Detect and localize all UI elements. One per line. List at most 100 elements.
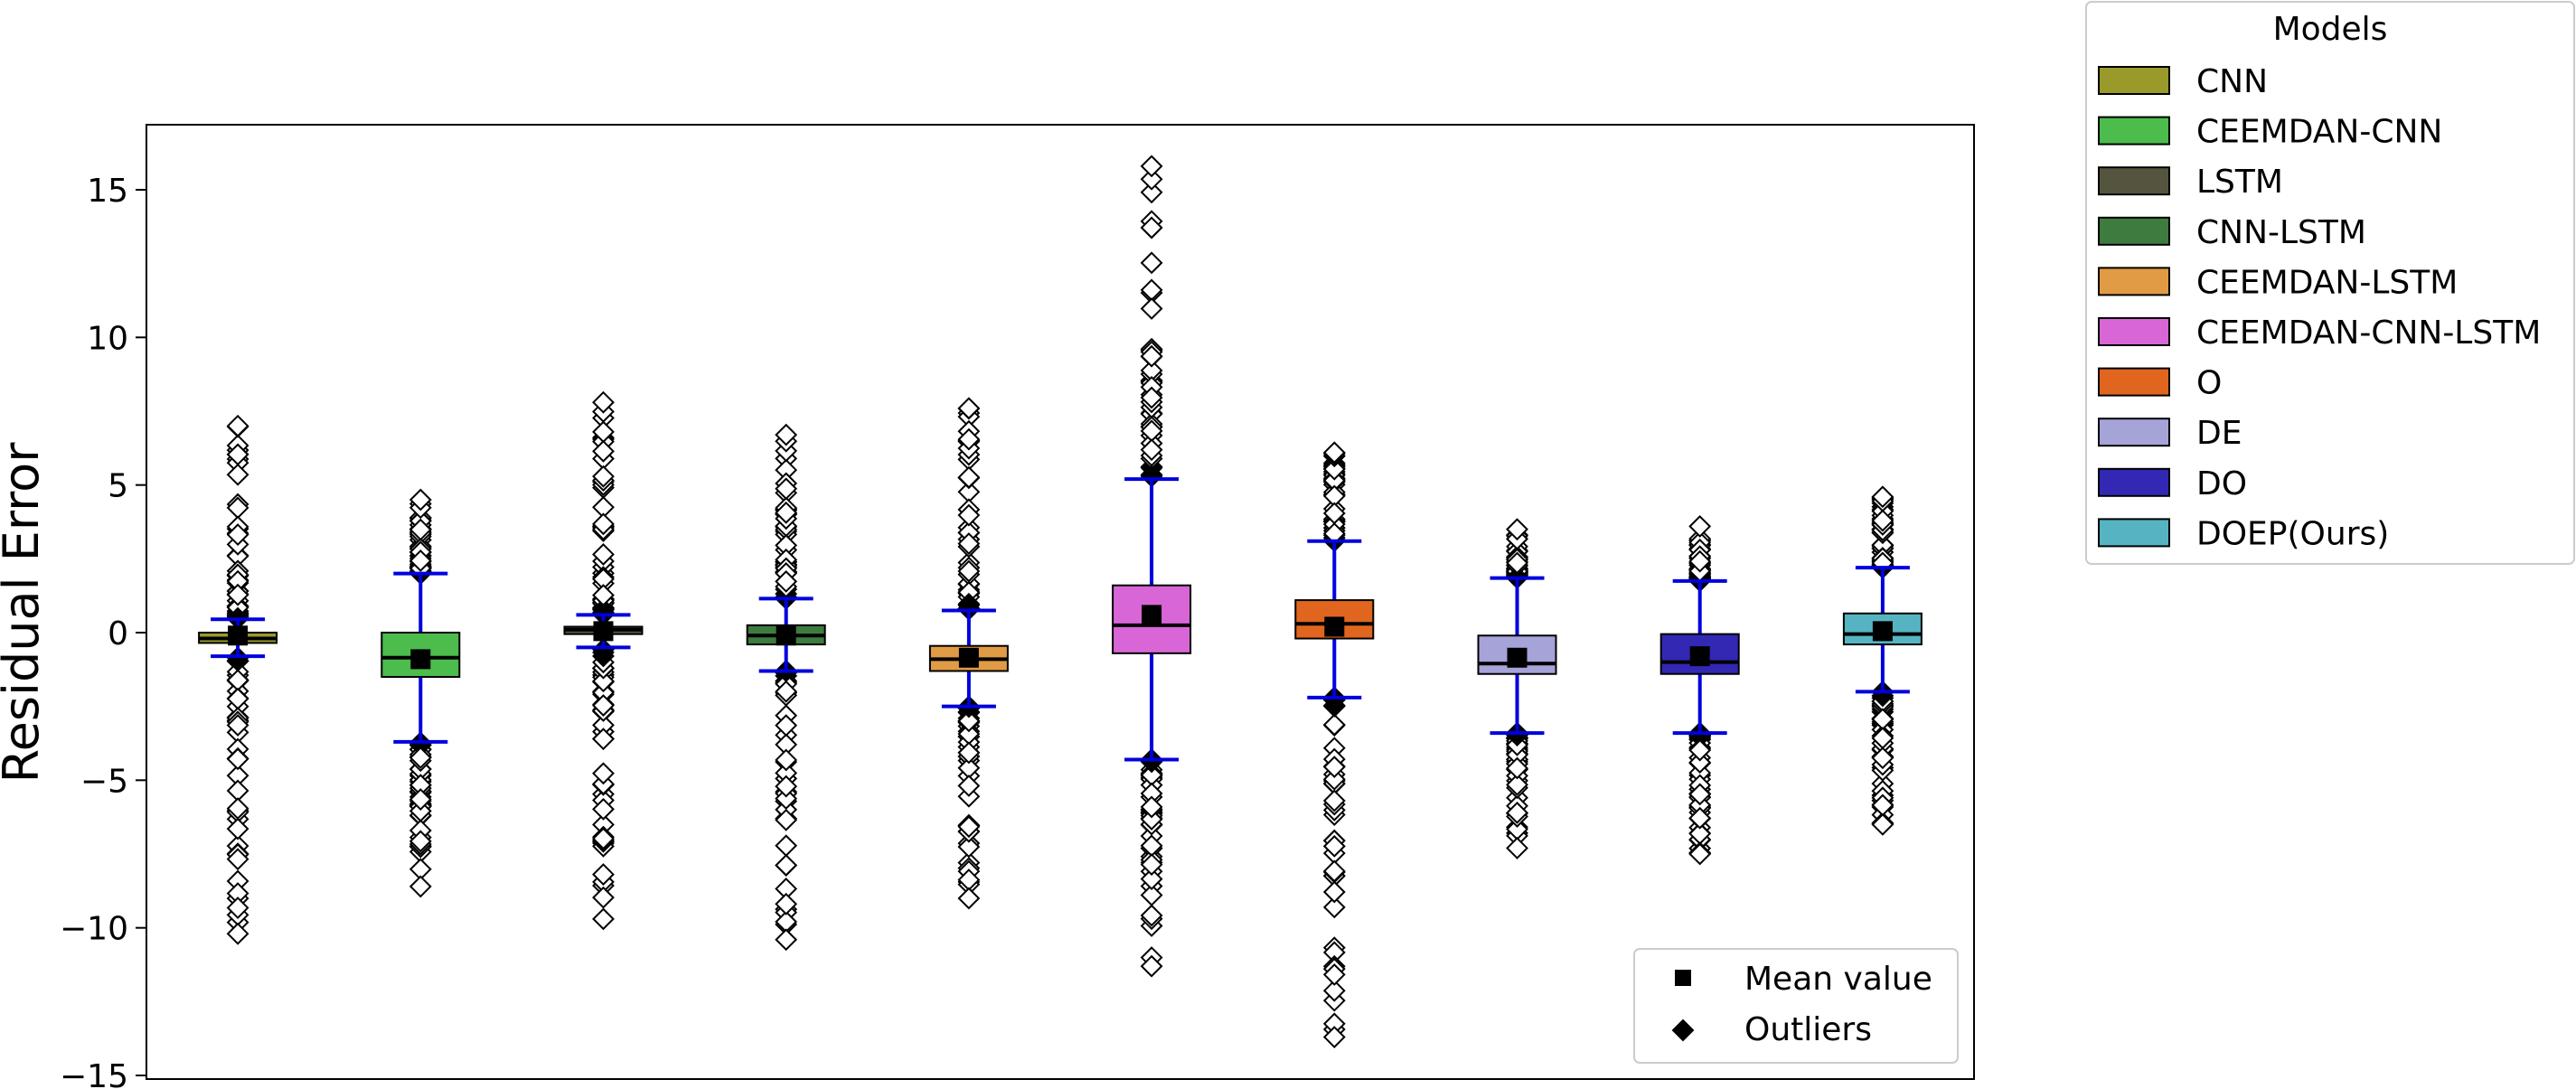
- legend-swatch: [2098, 367, 2170, 397]
- legend-label: CNN: [2196, 63, 2268, 100]
- outlier-marker: [409, 518, 432, 541]
- outlier-marker: [1871, 727, 1894, 750]
- legend-swatch: [2098, 166, 2170, 196]
- outlier-marker: [1140, 438, 1163, 462]
- box-doep-ours-: [1842, 485, 1923, 836]
- outliers: [409, 488, 432, 898]
- outlier-marker: [226, 714, 249, 737]
- outlier-marker: [775, 680, 798, 703]
- outlier-marker: [1140, 853, 1163, 876]
- outlier-marker: [409, 746, 432, 769]
- outlier-marker: [1322, 880, 1346, 904]
- outlier-marker: [226, 443, 249, 466]
- outlier-marker: [775, 748, 798, 772]
- y-tick-label: 10: [87, 320, 128, 357]
- y-axis-label: Residual Error: [0, 442, 50, 784]
- outlier-marker: [1688, 514, 1712, 538]
- legend-label: CNN-LSTM: [2196, 214, 2366, 251]
- box-ceemdan-cnn-lstm: [1112, 155, 1192, 978]
- outliers: [775, 423, 798, 952]
- outlier-marker: [775, 775, 798, 798]
- outlier-marker: [1322, 963, 1346, 986]
- iqr-box: [1659, 633, 1740, 675]
- legend-label: CEEMDAN-LSTM: [2196, 264, 2458, 301]
- box-lstm: [563, 390, 644, 931]
- outlier-marker: [775, 569, 798, 593]
- legend-label: CEEMDAN-CNN: [2196, 114, 2442, 151]
- outlier-marker: [409, 830, 432, 853]
- mean-legend-marker: [1675, 970, 1691, 986]
- outlier-marker: [226, 848, 249, 871]
- outlier-marker: [592, 907, 615, 931]
- mean-marker: [958, 647, 979, 668]
- outlier-marker: [1140, 954, 1163, 978]
- outlier-marker: [957, 887, 981, 910]
- box-cnn: [198, 414, 278, 945]
- outlier-marker: [957, 397, 981, 420]
- outlier-marker: [1140, 344, 1163, 368]
- outliers: [1140, 155, 1163, 978]
- outlier-marker: [409, 788, 432, 811]
- outlier-marker: [592, 439, 615, 463]
- box-o: [1294, 441, 1375, 1048]
- outlier-marker: [1506, 837, 1528, 859]
- outlier-marker: [1322, 979, 1346, 1002]
- outlier-marker: [409, 488, 432, 512]
- legend-swatch: [2098, 418, 2170, 447]
- legend-swatch: [2098, 518, 2170, 548]
- outlier-marker: [957, 835, 981, 859]
- outlier-legend-marker: [1671, 1019, 1695, 1042]
- outlier-marker: [226, 414, 249, 437]
- y-tick-label: 15: [87, 173, 128, 210]
- outlier-marker: [1871, 812, 1894, 836]
- outlier-marker: [1140, 297, 1163, 320]
- outlier-marker: [957, 559, 981, 583]
- outliers: [1506, 518, 1528, 859]
- outlier-marker: [1322, 789, 1346, 812]
- y-tick-label: 0: [108, 615, 128, 652]
- y-tick-label: −5: [80, 763, 128, 800]
- outlier-marker: [1322, 1026, 1346, 1048]
- outlier-marker: [1140, 868, 1163, 891]
- legend-swatch: [2098, 267, 2170, 296]
- mean-marker: [1324, 616, 1345, 637]
- outlier-marker: [226, 523, 249, 547]
- outlier-marker: [592, 670, 615, 693]
- outlier-marker: [1688, 738, 1712, 762]
- outlier-marker: [1322, 457, 1346, 481]
- legend-label: CEEMDAN-CNN-LSTM: [2196, 314, 2541, 352]
- outlier-marker: [775, 423, 798, 446]
- mean-marker: [593, 621, 614, 642]
- outlier-marker: [1688, 751, 1712, 775]
- outlier-marker: [226, 897, 249, 919]
- outliers: [592, 390, 615, 931]
- outlier-marker: [775, 808, 798, 831]
- outlier-marker: [592, 797, 615, 821]
- marker-legend-label: Outliers: [1744, 1011, 1872, 1048]
- box-de: [1477, 518, 1557, 859]
- marker-legend-label: Mean value: [1744, 961, 1932, 998]
- outlier-marker: [957, 775, 981, 797]
- outlier-marker: [1322, 441, 1346, 465]
- outlier-marker: [1140, 155, 1163, 178]
- outlier-marker: [1140, 795, 1163, 819]
- outlier-marker: [592, 863, 615, 886]
- outlier-marker: [775, 501, 798, 524]
- outlier-marker: [1322, 767, 1346, 791]
- outlier-marker: [957, 815, 981, 839]
- outlier-marker: [1506, 756, 1528, 780]
- mean-marker: [1507, 647, 1528, 668]
- outlier-marker: [775, 834, 798, 858]
- outlier-marker: [1871, 485, 1894, 509]
- models-legend-title: Models: [2273, 11, 2388, 48]
- y-tick-label: −10: [60, 911, 128, 948]
- outlier-marker: [1140, 251, 1163, 275]
- outliers: [226, 414, 249, 945]
- mean-marker: [776, 625, 796, 646]
- legend-swatch: [2098, 116, 2170, 146]
- outlier-marker: [409, 799, 432, 822]
- outlier-marker: [775, 928, 798, 952]
- legend-swatch: [2098, 317, 2170, 346]
- marker-legend-box: [1633, 948, 1959, 1064]
